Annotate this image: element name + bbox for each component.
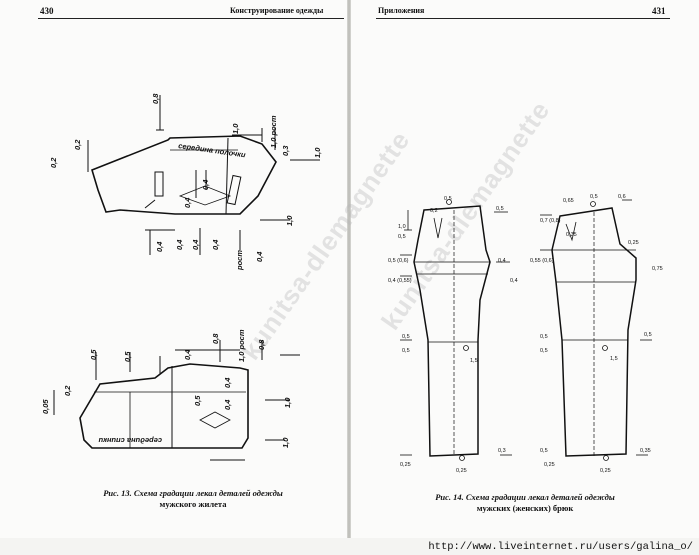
tl-lbl-10: 0,5 (402, 348, 410, 354)
vb-lbl-7: 0,2 (63, 385, 72, 396)
vest-back-center-label: середина спинки (98, 436, 162, 445)
vb-lbl-9: 0,5 (193, 395, 202, 406)
tl-lbl-0: 0,2 (430, 208, 438, 214)
left-header-rule (38, 18, 344, 19)
tl-lbl-1: 0,5 (444, 196, 452, 202)
vf-lbl-4: 0,2 (73, 139, 82, 150)
vb-lbl-6: 0,05 (41, 399, 50, 414)
vf-lbl-0: 0,8 (151, 93, 160, 104)
tl-lbl-2: 0,5 (496, 206, 504, 212)
tl-lbl-9: 0,5 (402, 334, 410, 340)
vb-lbl-4: 1,0 рост (237, 329, 246, 362)
tl-lbl-6: 0,4 (498, 258, 506, 264)
source-url[interactable]: http://www.liveinternet.ru/users/galina_… (428, 541, 693, 553)
tl-lbl-11: 1,5 (470, 358, 478, 364)
vb-lbl-8: 0,4 (223, 377, 232, 388)
tr-lbl-13: 0,35 (640, 448, 651, 454)
vb-lbl-0: 0,5 (89, 349, 98, 360)
vb-lbl-1: 0,5 (123, 351, 132, 362)
tl-lbl-8: 0,4 (510, 278, 518, 284)
trouser-arrows (400, 199, 652, 456)
tr-lbl-7: 0,75 (652, 266, 663, 272)
tr-lbl-4: 0,35 (566, 232, 577, 238)
left-caption-subtitle: мужского жилета (159, 499, 227, 509)
vb-lbl-11: 1,0 (281, 437, 290, 448)
trouser-back-pattern (551, 201, 637, 461)
tr-lbl-1: 0,5 (590, 194, 598, 200)
tr-lbl-11: 1,5 (610, 356, 618, 362)
tr-lbl-2: 0,6 (618, 194, 626, 200)
right-caption-subtitle: мужских (женских) брюк (476, 503, 574, 513)
vf-lbl-12: рост (235, 250, 244, 271)
vb-lbl-2: 0,4 (183, 349, 192, 360)
vb-lbl-10: 1,0 (283, 397, 292, 408)
vf-lbl-13: 0,4 (255, 251, 264, 262)
right-figure-caption: Рис. 14. Схема градации лекал деталей од… (378, 492, 672, 514)
tr-lbl-10: 0,5 (644, 332, 652, 338)
vf-lbl-8: 0,4 (155, 241, 164, 252)
tr-lbl-12: 0,5 (540, 448, 548, 454)
tr-lbl-5: 0,25 (628, 240, 639, 246)
vf-lbl-1: 1,0 (231, 123, 240, 134)
tl-lbl-5: 0,5 (0,6) (388, 258, 409, 264)
vf-lbl-14: 0,4 (175, 239, 184, 250)
tl-lbl-4: 0,5 (398, 234, 406, 240)
tl-lbl-14: 0,25 (456, 468, 467, 474)
vf-lbl-6: 0,4 (201, 179, 210, 190)
right-page (350, 0, 699, 538)
left-figure-caption: Рис. 13. Схема градации лекал деталей од… (40, 488, 346, 510)
vest-front-arrows (87, 95, 320, 255)
tr-lbl-14: 0,25 (544, 462, 555, 468)
trouser-front-pattern (413, 199, 491, 461)
tr-lbl-8: 0,5 (540, 334, 548, 340)
left-running-title: Конструирование одежды (230, 6, 324, 15)
vest-front-pattern (91, 135, 277, 215)
vb-lbl-3: 0,8 (211, 333, 220, 344)
left-page-number: 430 (40, 6, 54, 16)
vf-lbl-3: 0,2 (49, 157, 58, 168)
right-header-rule (376, 18, 670, 19)
vf-lbl-15: 0,3 (281, 145, 290, 156)
tl-lbl-3: 1,0 (398, 224, 406, 230)
tl-lbl-7: 0,4 (0,55) (388, 278, 412, 284)
vf-lbl-9: 0,4 (191, 239, 200, 250)
right-caption-title: Рис. 14. Схема градации лекал деталей од… (435, 492, 615, 502)
right-running-title: Приложения (378, 6, 425, 15)
vest-front-center-label: середина полочки (178, 141, 247, 159)
tl-lbl-12: 0,25 (400, 462, 411, 468)
vf-lbl-2: 1,0 рост (269, 115, 278, 148)
vf-lbl-5: 1,0 (313, 147, 322, 158)
vb-lbl-5: 0,8 (257, 339, 266, 350)
vf-lbl-7: 0,4 (183, 197, 192, 208)
tr-lbl-9: 0,5 (540, 348, 548, 354)
vf-lbl-10: 1,0 (285, 215, 294, 226)
vf-lbl-11: 0,4 (211, 239, 220, 250)
vest-back-arrows (53, 340, 300, 461)
tr-lbl-6: 0,55 (0,6) (530, 258, 554, 264)
vb-lbl-12: 0,4 (223, 399, 232, 410)
tr-lbl-3: 0,7 (0,8) (540, 218, 561, 224)
right-page-number: 431 (652, 6, 666, 16)
tr-lbl-15: 0,25 (600, 468, 611, 474)
tl-lbl-13: 0,3 (498, 448, 506, 454)
vest-back-pattern (79, 363, 249, 449)
book-gutter (347, 0, 351, 538)
left-caption-title: Рис. 13. Схема градации лекал деталей од… (103, 488, 283, 498)
tr-lbl-0: 0,65 (563, 198, 574, 204)
